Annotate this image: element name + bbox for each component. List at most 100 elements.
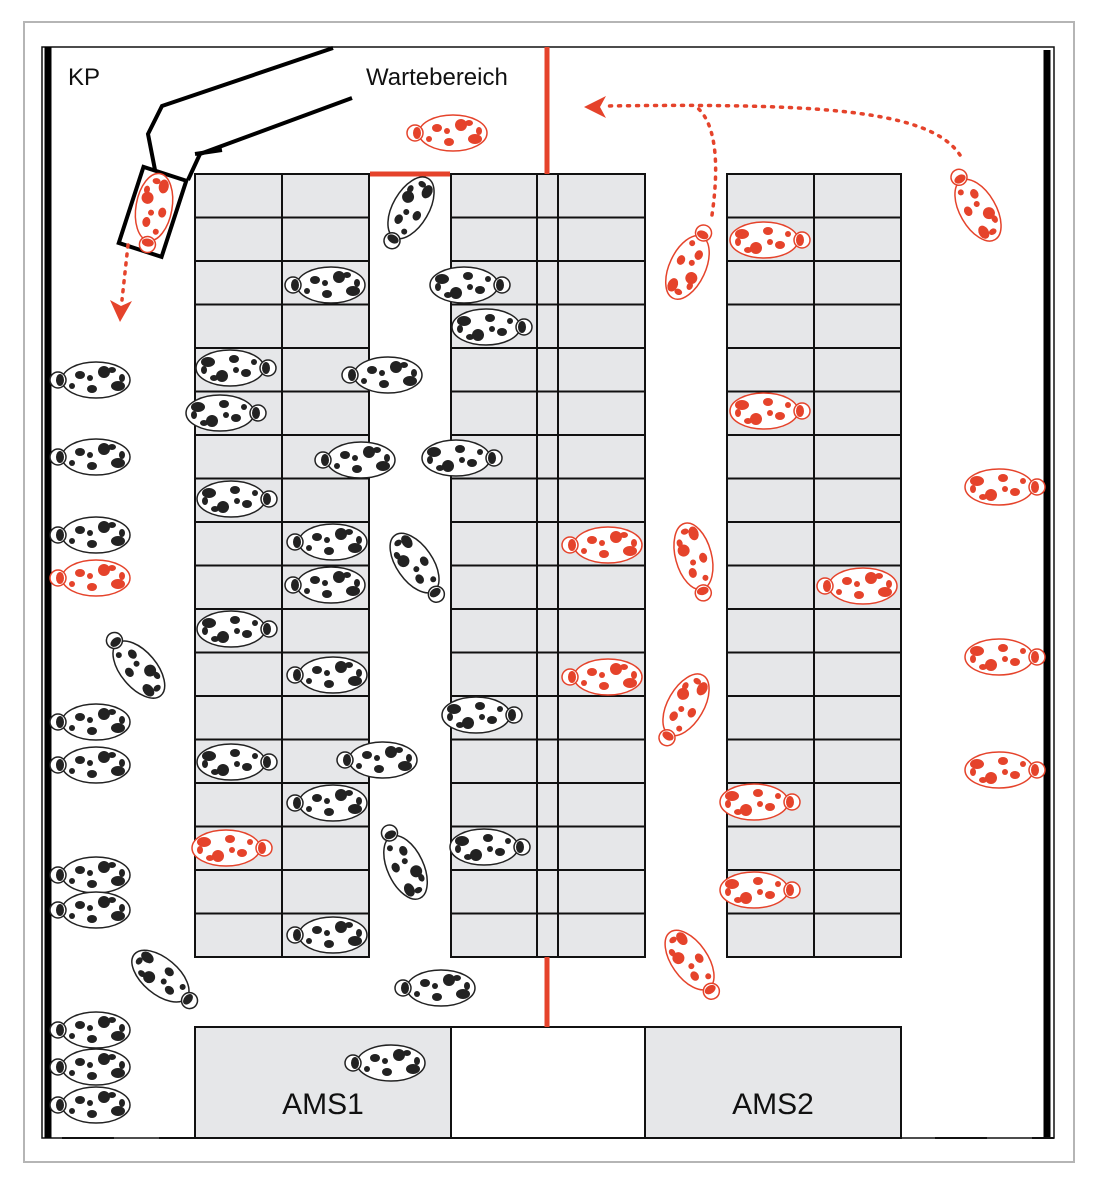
- cow-spot: [322, 590, 332, 598]
- cow-spot: [87, 915, 97, 923]
- cow-spot: [322, 280, 328, 286]
- cow-spot: [689, 240, 696, 247]
- cow-head-spot: [262, 362, 270, 374]
- cow-black: [49, 361, 131, 399]
- cow-spot: [217, 631, 229, 643]
- cow-spot: [765, 891, 775, 899]
- cow-spot: [231, 414, 241, 422]
- cow-spot: [158, 207, 167, 218]
- cow-spot: [382, 1058, 388, 1064]
- cow-spot: [489, 326, 495, 332]
- cow-spot: [119, 759, 125, 767]
- cow-spot: [324, 680, 334, 688]
- cow-spot: [432, 993, 442, 1001]
- cow-spot: [343, 272, 351, 278]
- cow-spot: [998, 644, 1008, 652]
- cow-spot: [111, 381, 125, 391]
- cow-spot: [386, 845, 393, 852]
- cow-spot: [970, 646, 984, 656]
- cow-spot: [87, 727, 97, 735]
- cow-spot: [229, 847, 235, 853]
- cow-spot: [201, 366, 207, 374]
- cow-spot: [399, 845, 408, 856]
- cow-head-spot: [252, 407, 260, 419]
- cow-spot: [211, 636, 219, 642]
- cow-spot: [427, 447, 441, 457]
- cow-spot: [87, 573, 93, 579]
- cow-spot: [200, 420, 208, 426]
- cow-spot: [970, 759, 984, 769]
- cow-spot: [865, 572, 877, 584]
- cow-spot: [401, 535, 413, 549]
- cow-head-spot: [263, 623, 271, 635]
- cow-spot: [111, 458, 125, 468]
- cow-spot: [775, 793, 781, 799]
- cow-spot: [393, 1049, 405, 1061]
- cow-spot: [690, 559, 697, 566]
- cow-spot: [119, 1024, 125, 1032]
- cow-spot: [694, 250, 703, 260]
- cow-spot: [435, 274, 449, 284]
- cow-spot: [202, 618, 216, 628]
- cow-head-spot: [263, 493, 271, 505]
- cow-spot: [970, 485, 976, 493]
- cow-spot: [144, 664, 157, 677]
- cow-head-spot: [516, 841, 524, 853]
- cow-spot: [219, 400, 229, 408]
- cow-head-spot: [56, 904, 64, 916]
- cow-spot: [998, 474, 1008, 482]
- cow-spot: [487, 716, 497, 724]
- cow-spot: [69, 581, 75, 587]
- cow-red: [561, 658, 643, 696]
- cow-black: [344, 1044, 426, 1082]
- cow-spot: [467, 284, 473, 290]
- cow-spot: [115, 652, 122, 659]
- cow-spot: [242, 500, 252, 508]
- cow-head-spot: [293, 797, 301, 809]
- cow-spot: [457, 325, 463, 333]
- cow-head-spot: [56, 869, 64, 881]
- cow-red: [964, 638, 1046, 676]
- cow-spot: [485, 276, 491, 282]
- cow-red: [658, 673, 710, 747]
- cow-head-spot: [56, 1061, 64, 1073]
- cow-spot: [143, 185, 151, 194]
- cow-spot: [785, 231, 791, 237]
- cow-spot: [775, 241, 785, 249]
- cow-spot: [963, 206, 973, 217]
- cow-spot: [363, 446, 375, 458]
- cow-spot: [87, 760, 93, 766]
- cow-spot: [688, 568, 697, 578]
- ams1-box: [194, 1026, 452, 1139]
- cow-spot: [324, 537, 330, 543]
- cow-spot: [390, 361, 402, 373]
- cow-spot: [785, 402, 791, 408]
- cow-spot: [108, 1054, 116, 1060]
- cow-red: [664, 929, 721, 1000]
- cow-spot: [98, 521, 110, 533]
- cow-spot: [75, 526, 85, 534]
- cow-spot: [676, 725, 683, 732]
- cow-spot: [450, 287, 462, 299]
- cow-spot: [75, 448, 85, 456]
- cow-spot: [447, 704, 461, 714]
- cow-spot: [682, 682, 689, 690]
- cow-black: [389, 532, 446, 603]
- cow-spot: [385, 746, 397, 758]
- cow-black: [49, 438, 131, 476]
- cow-spot: [119, 1099, 125, 1107]
- cow-spot: [241, 404, 247, 410]
- cow-head-spot: [568, 539, 576, 551]
- cow-spot: [111, 536, 125, 546]
- cow-head-spot: [796, 405, 804, 417]
- cow-spot: [111, 911, 125, 921]
- cow-spot: [304, 588, 310, 594]
- cow-spot: [470, 849, 482, 861]
- cow-spot: [686, 282, 693, 291]
- cow-spot: [620, 532, 628, 538]
- cow-spot: [735, 409, 741, 417]
- cow-spot: [735, 400, 749, 410]
- cow-spot: [75, 371, 85, 379]
- cow-head-spot: [401, 982, 409, 994]
- cow-head-spot: [488, 452, 496, 464]
